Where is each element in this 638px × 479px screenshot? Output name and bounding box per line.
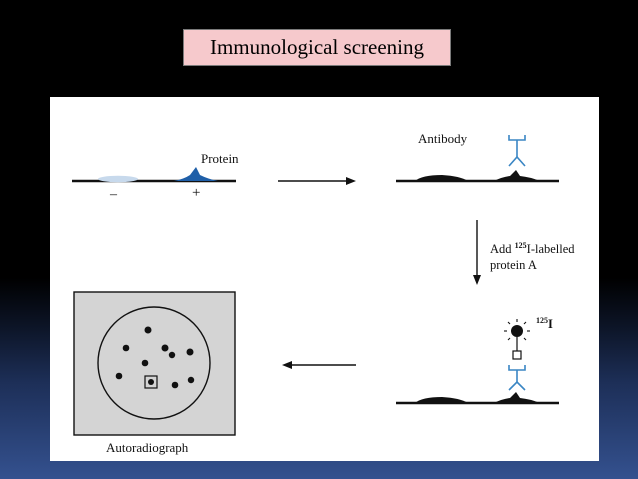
- isotope-label: 125I: [536, 316, 553, 331]
- colony-spot: [168, 351, 176, 359]
- protein-label: Protein: [201, 151, 239, 166]
- step-add-label: Add 125I-labelled protein A: [490, 238, 575, 273]
- step-add-line1: Add 125I-labelled: [490, 241, 575, 256]
- step-add-line2: protein A: [490, 258, 537, 272]
- labelled-antibody-icon: [508, 365, 526, 391]
- arrow-down-head: [473, 275, 481, 285]
- transferred-blot-left-3: [415, 397, 468, 403]
- protein-a-square: [512, 350, 522, 360]
- protein-band: [174, 167, 218, 181]
- antibody-icon: [508, 135, 526, 167]
- colony-spots: [115, 326, 195, 389]
- colony-spot: [186, 348, 194, 356]
- plus-sign: +: [192, 185, 201, 201]
- minus-sign: –: [110, 187, 117, 202]
- colony-spot: [144, 326, 152, 334]
- transferred-blot-right: [494, 170, 540, 181]
- antibody-label: Antibody: [418, 131, 468, 146]
- slide-title: Immunological screening: [183, 29, 451, 66]
- colony-spot: [171, 381, 179, 389]
- screening-diagram: [72, 135, 559, 436]
- positive-colony-spot: [148, 379, 154, 385]
- autoradiograph-film: [73, 291, 236, 436]
- colony-spot: [141, 359, 149, 367]
- autoradiograph-label: Autoradiograph: [106, 440, 189, 455]
- positive-colony-box: [144, 375, 158, 389]
- transferred-blot-left: [415, 175, 468, 181]
- colony-spot: [122, 344, 130, 352]
- negative-blot: [98, 175, 138, 183]
- diagram-panel: Protein – + Antibody Add 125I-labelled p…: [50, 97, 599, 461]
- colony-spot: [187, 376, 195, 384]
- radioactive-label-icon: [511, 325, 523, 337]
- radiation-rays-icon: [504, 319, 530, 341]
- colony-spot: [161, 344, 169, 352]
- petri-dish: [97, 306, 211, 420]
- arrow-left-head: [282, 361, 292, 369]
- colony-spot: [115, 372, 123, 380]
- transferred-blot-right-3: [494, 392, 540, 403]
- arrow-right-head: [346, 177, 356, 185]
